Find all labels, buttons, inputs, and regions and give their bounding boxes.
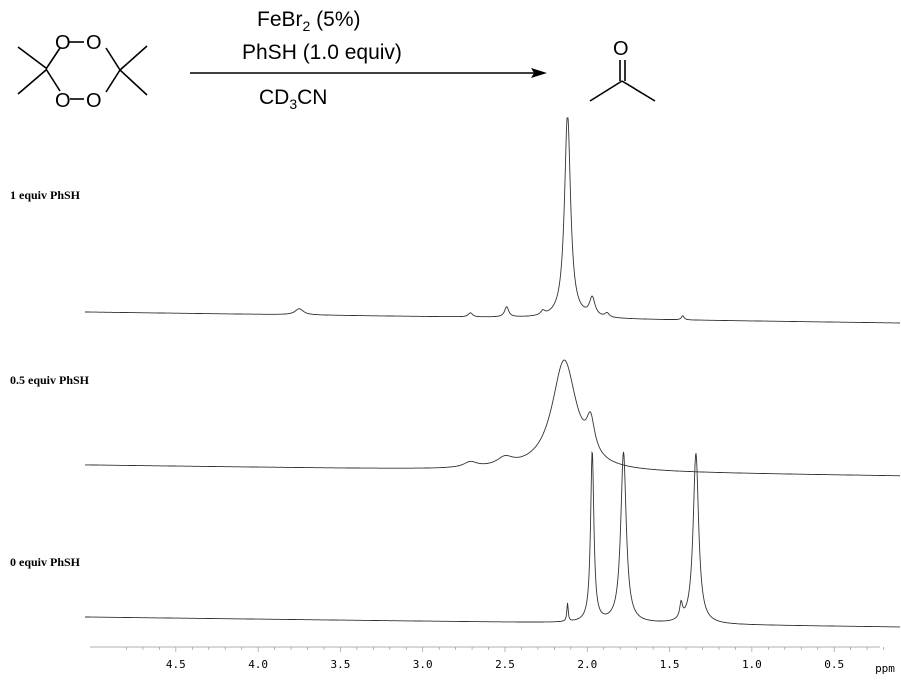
x-tick-label: 2.5	[495, 658, 515, 671]
spectrum-trace	[85, 450, 900, 628]
nmr-spectra-chart: 4.5 4.0 3.5 3.0 2.5 2.0 1.5 1.0 0.5 ppm	[85, 117, 900, 675]
reagent-thiol: PhSH (1.0 equiv)	[242, 41, 402, 64]
x-tick-label: 0.5	[824, 658, 844, 671]
x-tick-label: 1.0	[742, 658, 762, 671]
x-tick-label: 2.0	[577, 658, 597, 671]
x-tick-label: 4.5	[166, 658, 186, 671]
product-atom-o: O	[613, 38, 629, 60]
trace-label-1-equiv: 1 equiv PhSH	[10, 188, 81, 202]
reactant-atom-o3: O	[55, 90, 71, 112]
spectrum-trace	[85, 359, 900, 477]
reaction-scheme: O O O O O	[17, 32, 656, 112]
reaction-arrow	[190, 68, 547, 78]
trace-label-0-equiv: 0 equiv PhSH	[10, 555, 81, 569]
reaction-solvent: CD3CN	[259, 86, 328, 113]
reactant-atom-o1: O	[55, 32, 71, 54]
reactant-structure	[17, 41, 148, 100]
reagent-catalyst: FeBr2 (5%)	[257, 8, 361, 35]
reactant-atom-o4: O	[86, 90, 102, 112]
x-tick-label: 3.0	[413, 658, 433, 671]
x-tick-label: 3.5	[330, 658, 350, 671]
x-tick-label: 1.5	[660, 658, 680, 671]
spectrum-trace	[85, 117, 900, 324]
product-structure	[589, 60, 656, 102]
reactant-atom-o2: O	[86, 32, 102, 54]
x-tick-label: 4.0	[248, 658, 268, 671]
x-axis-label: ppm	[875, 662, 895, 675]
trace-label-0-5-equiv: 0.5 equiv PhSH	[10, 373, 90, 387]
